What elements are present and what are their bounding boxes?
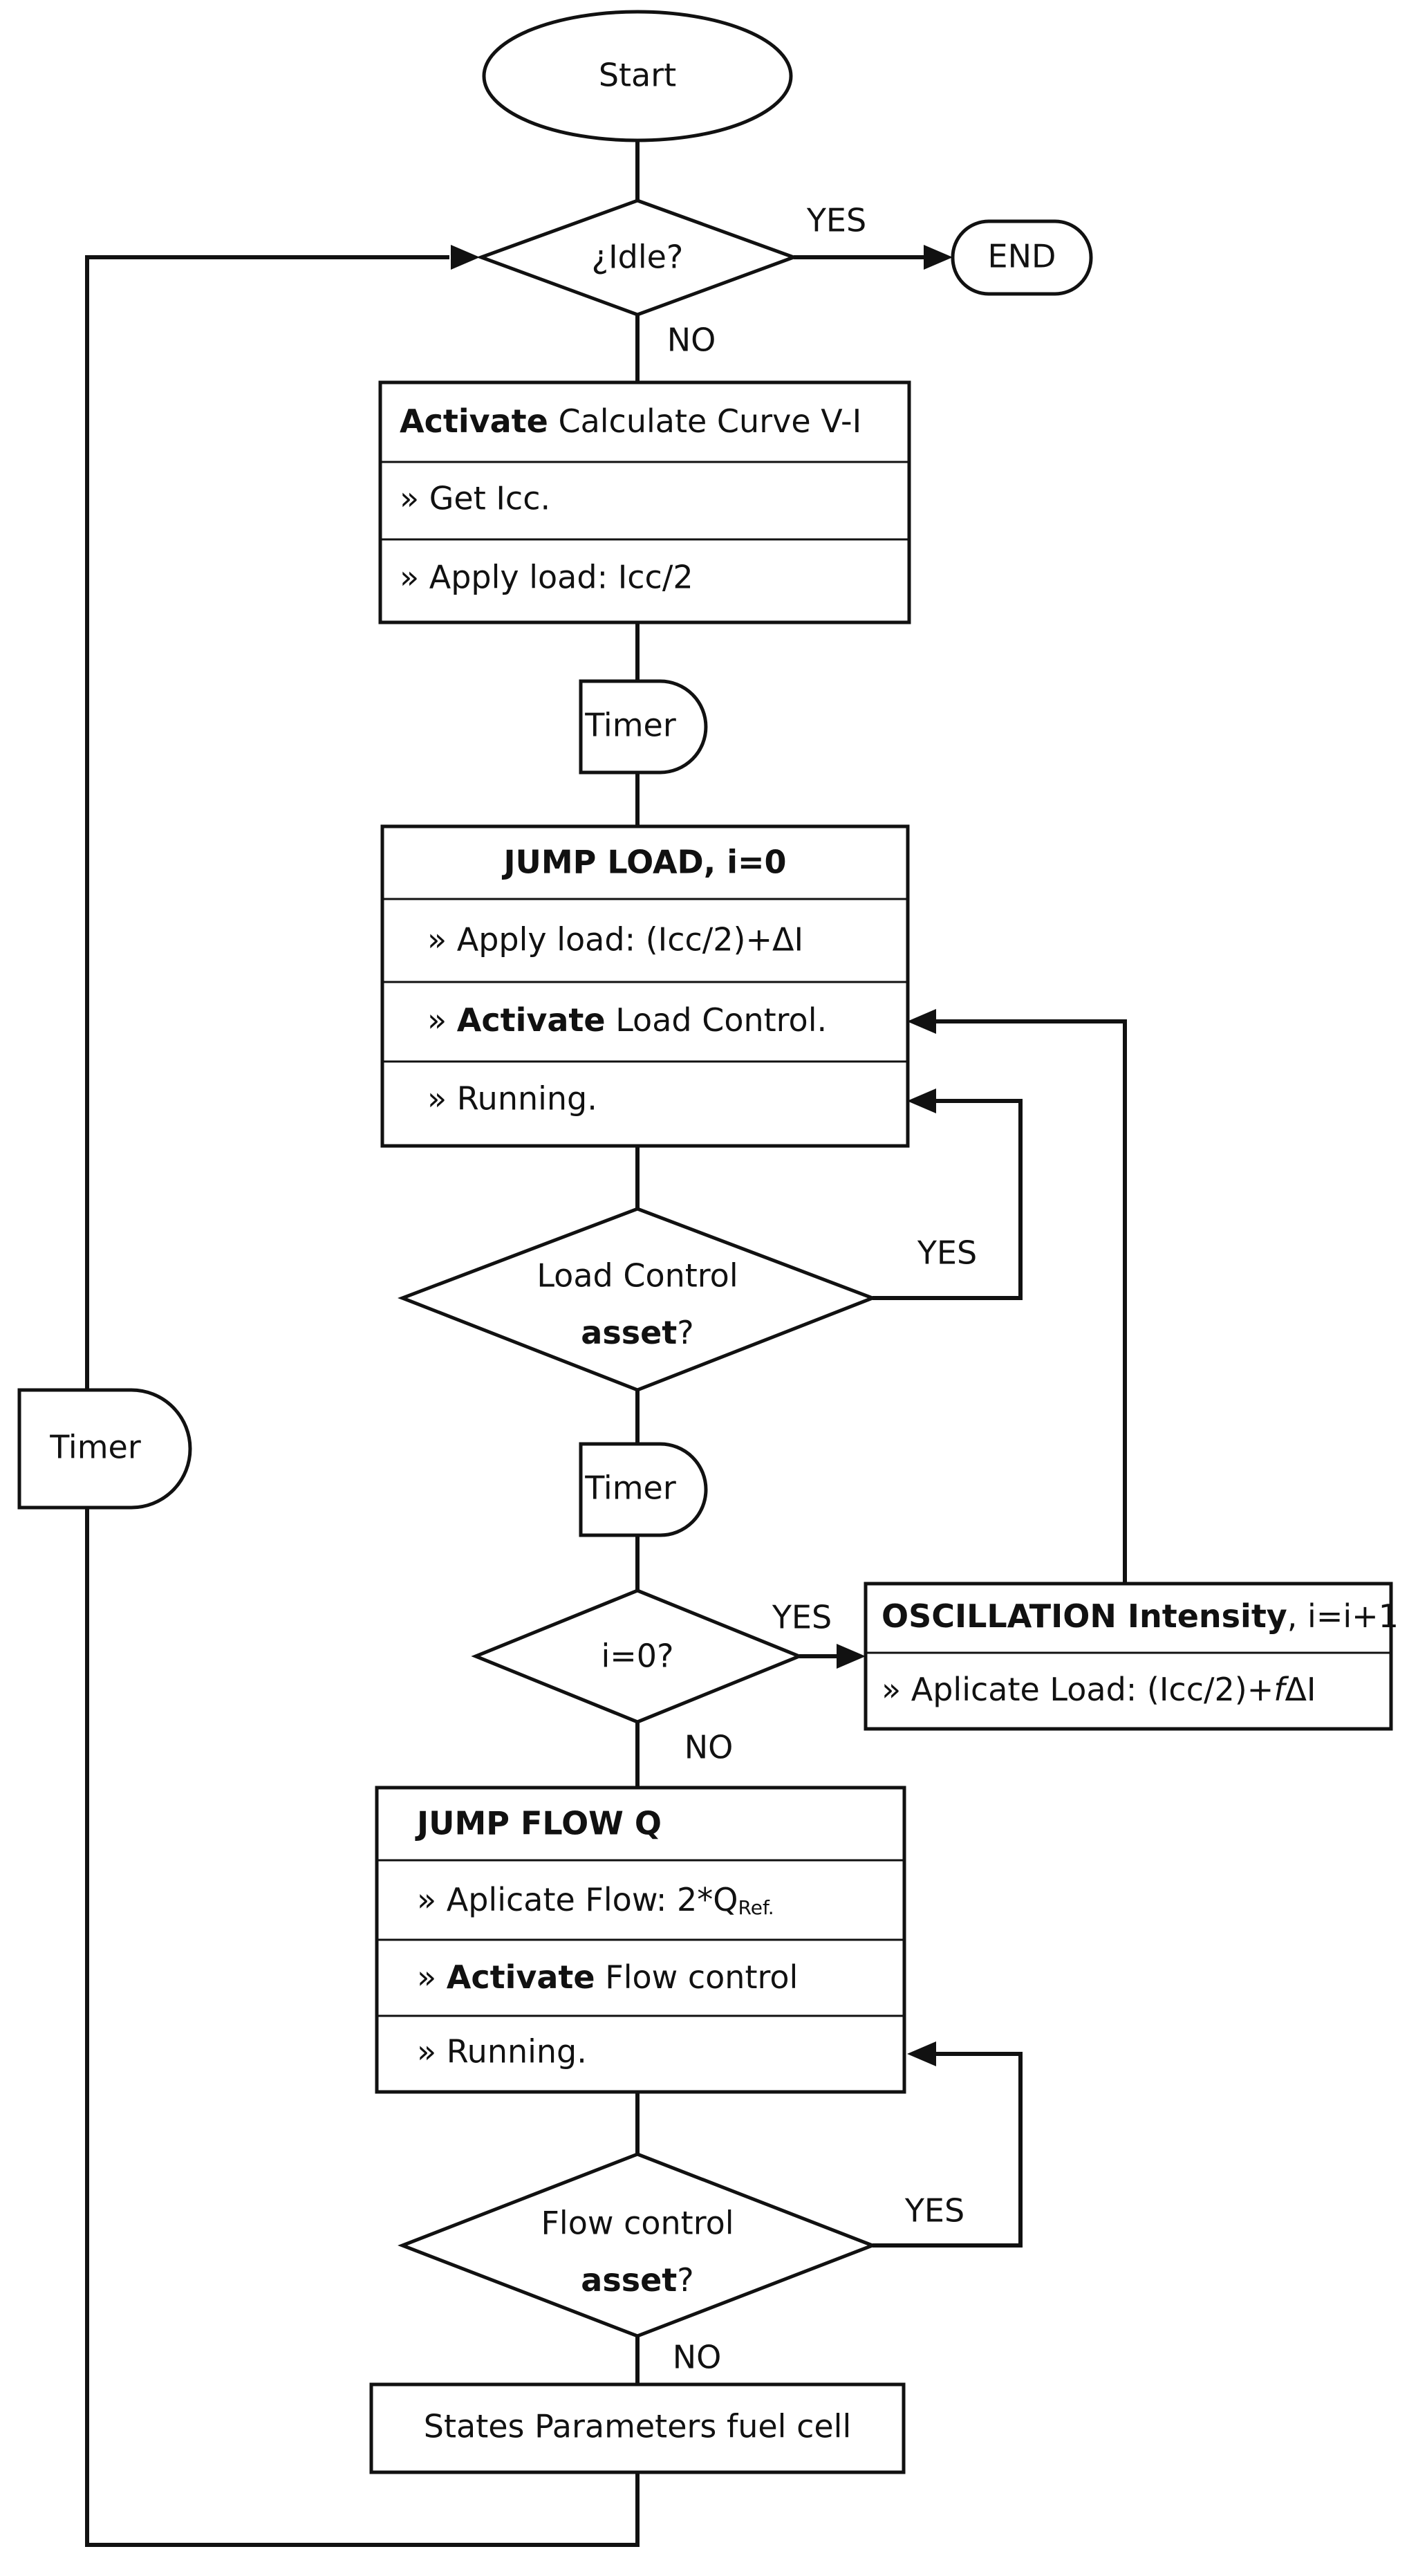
oscillation-block: OSCILLATION Intensity, i=i+1 » Aplicate …	[864, 1582, 1399, 1731]
oscillation-header: OSCILLATION Intensity, i=i+1	[882, 1597, 1399, 1635]
load-control-decision	[398, 1207, 877, 1392]
start-terminal	[482, 10, 793, 142]
i-check-label: i=0?	[601, 1638, 673, 1675]
calc-curve-header-rest: Calculate Curve V-I	[548, 402, 861, 440]
jump-flow-row-activate: » Activate Flow control	[417, 1958, 798, 1996]
flow-control-label-2: asset?	[581, 2261, 693, 2299]
flow-control-yes-label: YES	[904, 2192, 964, 2230]
connector-return-loop-top	[85, 255, 449, 1390]
load-control-label-1: Load Control	[537, 1257, 738, 1295]
jump-load-header: JUMP LOAD, i=0	[501, 844, 786, 881]
jump-flow-row-activate-bold: Activate	[447, 1958, 595, 1996]
flow-control-decision	[398, 2152, 877, 2338]
arrowhead-load-yes	[907, 1088, 936, 1113]
arrowhead-flow-yes	[907, 2041, 936, 2066]
jump-flow-row-aplicate-sub: Ref.	[738, 1896, 774, 1919]
jump-flow-row-activate-prefix: »	[417, 1958, 447, 1996]
calc-curve-row-get-icc: » Get Icc.	[400, 480, 550, 517]
flow-control-label-2-rest: ?	[677, 2261, 693, 2299]
oscillation-box	[864, 1582, 1393, 1731]
timer-2-delay	[579, 1442, 708, 1537]
oscillation-row-load-pre: » Aplicate Load: (Icc/2)+	[882, 1671, 1274, 1708]
connector-oscillation-loop	[935, 1019, 1127, 1584]
jump-load-box	[380, 824, 910, 1148]
calc-curve-block: Activate Calculate Curve V-I » Get Icc. …	[378, 380, 911, 624]
jump-load-row-running: » Running.	[427, 1080, 597, 1118]
jump-load-row-activate-rest: Load Control.	[606, 1001, 828, 1039]
oscillation-row-load-post: ΔI	[1285, 1671, 1316, 1708]
timer-2-label: Timer	[584, 1470, 676, 1507]
load-control-label-2-rest: ?	[677, 1314, 693, 1351]
jump-load-row-activate: » Activate Load Control.	[427, 1001, 827, 1039]
final-state-box	[369, 2382, 906, 2474]
connector-load-yes-loop	[873, 1099, 1023, 1300]
load-control-label-2-bold: asset	[581, 1314, 677, 1351]
timer-1-label: Timer	[584, 707, 676, 744]
jump-flow-header: JUMP FLOW Q	[415, 1805, 662, 1842]
oscillation-row-load: » Aplicate Load: (Icc/2)+fΔI	[882, 1671, 1316, 1708]
flow-control-label-1: Flow control	[541, 2205, 734, 2242]
i-check-yes-label: YES	[772, 1599, 832, 1636]
connector-flow-yes-loop	[873, 2052, 1023, 2248]
calc-curve-box	[378, 380, 911, 624]
arrowhead-end	[924, 245, 953, 270]
jump-load-block: JUMP LOAD, i=0 » Apply load: (Icc/2)+ΔI …	[380, 824, 910, 1148]
arrowhead-oscillation	[837, 1644, 866, 1669]
end-label: END	[988, 238, 1056, 275]
idle-decision	[476, 198, 799, 317]
idle-label: ¿Idle?	[592, 239, 684, 276]
arrowhead-idle-return	[451, 245, 480, 270]
timer-side-label: Timer	[49, 1429, 141, 1466]
jump-flow-row-running: » Running.	[417, 2033, 587, 2070]
idle-yes-label: YES	[806, 202, 866, 239]
oscillation-header-rest: , i=i+1	[1287, 1597, 1399, 1635]
end-terminal	[951, 219, 1093, 296]
calc-curve-header-bold: Activate	[400, 402, 548, 440]
flow-control-no-label: NO	[673, 2339, 722, 2376]
jump-load-row-activate-prefix: »	[427, 1001, 457, 1039]
load-control-yes-label: YES	[917, 1234, 977, 1272]
load-control-label-2: asset?	[581, 1314, 693, 1351]
jump-load-row-activate-bold: Activate	[457, 1001, 606, 1039]
timer-side-delay	[17, 1388, 192, 1510]
connectors	[85, 140, 1127, 2547]
calc-curve-row-apply-load: » Apply load: Icc/2	[400, 559, 693, 596]
jump-flow-row-aplicate: » Aplicate Flow: 2*QRef.	[417, 1881, 774, 1920]
jump-flow-row-activate-rest: Flow control	[595, 1958, 799, 1996]
jump-flow-block: JUMP FLOW Q » Aplicate Flow: 2*QRef. » A…	[375, 1786, 906, 2094]
flow-control-label-2-bold: asset	[581, 2261, 677, 2299]
jump-load-row-apply: » Apply load: (Icc/2)+ΔI	[427, 921, 803, 958]
calc-curve-header: Activate Calculate Curve V-I	[400, 402, 861, 440]
arrowhead-oscillation-loop	[907, 1009, 936, 1034]
connector-return-loop	[85, 1508, 640, 2547]
final-state-label: States Parameters fuel cell	[424, 2408, 851, 2445]
start-label: Start	[599, 57, 676, 94]
i-check-no-label: NO	[684, 1729, 734, 1766]
jump-flow-row-aplicate-pre: » Aplicate Flow: 2*Q	[417, 1881, 738, 1918]
i-check-decision	[471, 1588, 804, 1724]
oscillation-header-bold: OSCILLATION Intensity	[882, 1597, 1287, 1635]
timer-1-delay	[579, 679, 708, 775]
idle-no-label: NO	[667, 322, 716, 359]
